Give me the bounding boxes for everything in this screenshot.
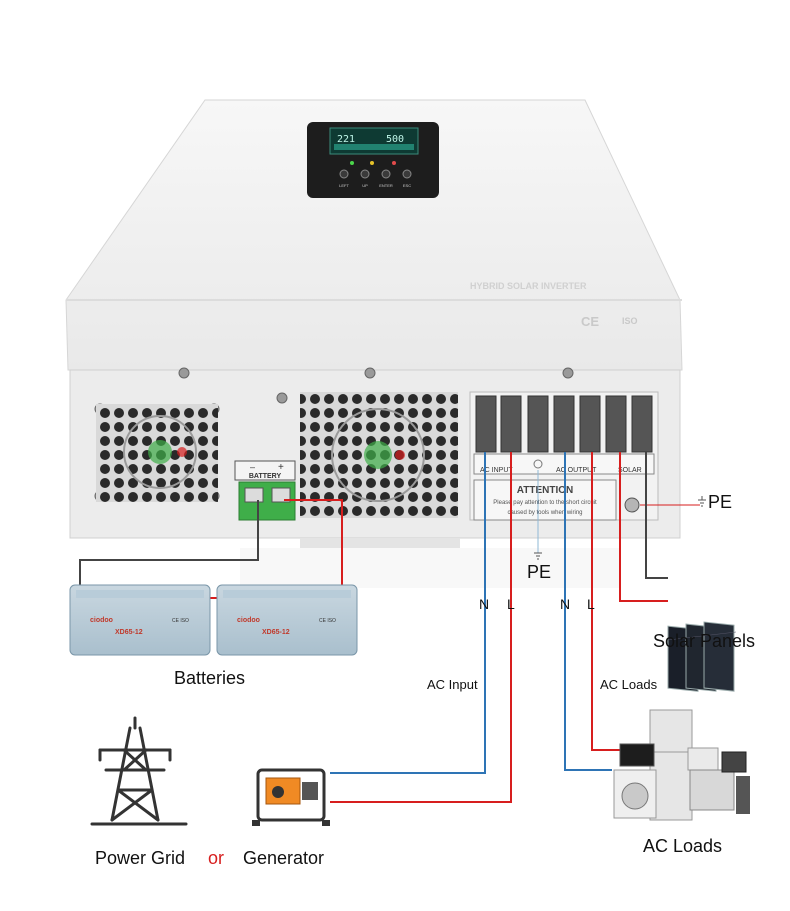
- laptop: [721, 751, 747, 773]
- ac-input-terminal-label: AC INPUT: [480, 467, 513, 474]
- refrigerator: [649, 709, 693, 821]
- terminal-slots: [475, 395, 653, 453]
- ac-output-n-label: N: [560, 596, 571, 612]
- solar-terminal-label: SOLAR: [618, 467, 642, 474]
- pe-label-center: PE: [527, 562, 552, 582]
- ac-output-terminal-label: AC OUTPUT: [556, 467, 597, 474]
- battery-terminal-label-box: [234, 460, 296, 481]
- reflection: [240, 548, 620, 588]
- ac-input-wire-label: AC Input: [427, 677, 478, 692]
- battery-positive-wire: [284, 499, 343, 598]
- solar-panels-icon: [667, 621, 737, 692]
- television: [619, 743, 655, 767]
- lcd-bar: [334, 144, 414, 150]
- battery-plus-mark: +: [278, 462, 284, 473]
- generator-label: Generator: [243, 848, 325, 868]
- left-button[interactable]: [339, 169, 349, 179]
- control-display-module: 221 500 LEFT UP ENTER ESC: [307, 122, 439, 198]
- ac-output-l-label: L: [587, 596, 595, 612]
- attention-line-1: Please pay attention to the short circui…: [493, 500, 597, 506]
- lcd-left-value: 221: [337, 134, 355, 145]
- solar-negative-wire: [645, 452, 668, 579]
- battery-negative-wire: [79, 500, 259, 598]
- attention-title: ATTENTION: [517, 485, 573, 496]
- battery-1-model: XD65-12: [115, 629, 143, 636]
- ce-mark: CE: [581, 314, 599, 329]
- battery-1-brand: ciodoo: [90, 617, 113, 624]
- ac-output-live-wire: [591, 452, 625, 751]
- or-label: or: [208, 848, 225, 868]
- led-inv-icon: [370, 161, 374, 165]
- microwave: [687, 747, 719, 771]
- vacuum: [736, 776, 750, 814]
- battery-2-brand: ciodoo: [237, 617, 260, 624]
- ac-input-neutral-wire: [330, 452, 486, 774]
- keypad: [339, 169, 412, 179]
- battery-1-cert: CE ISO: [172, 618, 189, 624]
- attention-line-2: caused by tools when wiring: [507, 510, 582, 516]
- ac-loads-appliances-icon: [613, 709, 750, 821]
- solar-positive-wire: [619, 452, 668, 602]
- stove: [689, 769, 735, 811]
- enter-key-label: ENTER: [379, 183, 393, 188]
- lcd-right-value: 500: [386, 134, 404, 145]
- pe-ground-bolt[interactable]: [624, 497, 640, 513]
- ground-symbol-icon: [533, 459, 543, 469]
- led-fault-icon: [392, 161, 396, 165]
- esc-button[interactable]: [402, 169, 412, 179]
- ac-loads-label: AC Loads: [643, 836, 723, 856]
- power-grid-label: Power Grid: [95, 848, 186, 868]
- generator-icon: [252, 768, 330, 826]
- solar-panels-label: Solar Panels: [653, 631, 756, 651]
- batteries-label: Batteries: [174, 668, 246, 688]
- fan-left: [96, 404, 218, 502]
- led-ac-icon: [350, 161, 354, 165]
- left-key-label: LEFT: [339, 183, 349, 188]
- battery-bank: ciodoo XD65-12 CE ISO ciodoo XD65-12 CE …: [69, 584, 358, 656]
- inverter-base-foot: [300, 538, 460, 548]
- ac-output-neutral-wire: [564, 452, 612, 771]
- iso-mark: ISO: [622, 316, 638, 326]
- product-name-label: HYBRID SOLAR INVERTER: [470, 281, 587, 291]
- fan-center: [300, 392, 458, 518]
- up-button[interactable]: [360, 169, 370, 179]
- inverter: 221 500 LEFT UP ENTER ESC HYBRID SOLAR I…: [65, 99, 683, 548]
- ac-input-l-label: L: [507, 596, 515, 612]
- ac-loads-wire-label: AC Loads: [600, 677, 658, 692]
- ac-input-n-label: N: [479, 596, 490, 612]
- pe-label-right: PE: [708, 492, 733, 512]
- ac-input-live-wire: [330, 452, 512, 803]
- battery-unit-1: ciodoo XD65-12 CE ISO: [69, 584, 211, 656]
- pe-ground-symbol-center-icon: [534, 552, 542, 560]
- battery-terminal: – + BATTERY: [234, 460, 296, 521]
- battery-terminal-label: BATTERY: [249, 473, 282, 480]
- battery-minus-mark: –: [250, 462, 255, 472]
- up-key-label: UP: [362, 183, 368, 188]
- battery-unit-2: ciodoo XD65-12 CE ISO: [216, 584, 358, 656]
- power-grid-tower-icon: [90, 716, 188, 826]
- enter-button[interactable]: [381, 169, 391, 179]
- battery-2-cert: CE ISO: [319, 618, 336, 624]
- pe-ground-symbol-icon: [698, 496, 706, 507]
- esc-key-label: ESC: [403, 183, 411, 188]
- battery-2-model: XD65-12: [262, 629, 290, 636]
